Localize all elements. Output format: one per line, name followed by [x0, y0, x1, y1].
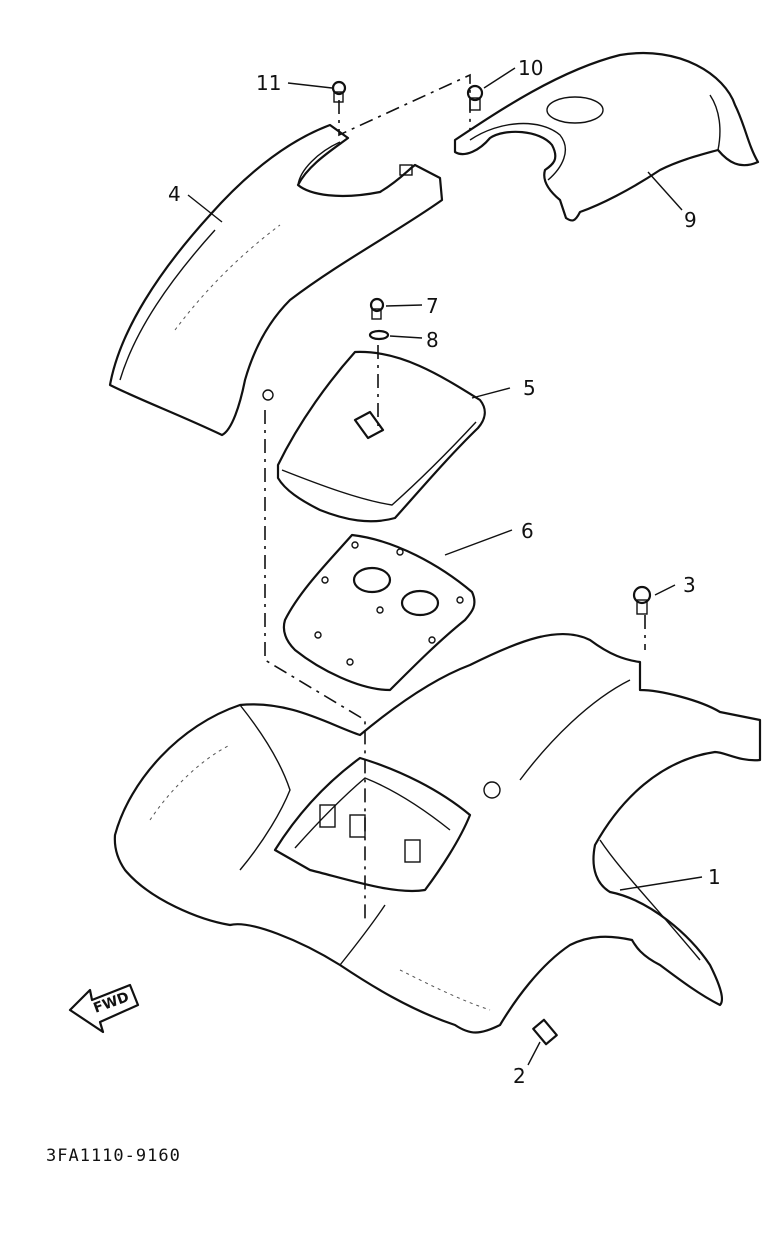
callout-3: 3: [683, 573, 696, 597]
callout-7: 7: [426, 294, 439, 318]
callout-8: 8: [426, 328, 439, 352]
leader-lines: [187, 67, 703, 1066]
part-4-fender-cover: [108, 123, 444, 437]
callout-10: 10: [518, 56, 544, 80]
part-5-lid: [276, 350, 486, 523]
fasteners: [331, 80, 652, 1046]
callout-11: 11: [256, 71, 282, 95]
callout-4: 4: [168, 182, 181, 206]
fwd-arrow-icon: [68, 983, 140, 1034]
callout-6: 6: [521, 519, 534, 543]
callout-9: 9: [684, 208, 697, 232]
part-code: 3FA1110-9160: [46, 1146, 181, 1166]
callout-1: 1: [708, 865, 721, 889]
part-1-fender-body: [113, 632, 762, 1034]
callout-5: 5: [523, 376, 536, 400]
callout-2: 2: [513, 1064, 526, 1088]
part-6-plate: [282, 533, 476, 692]
